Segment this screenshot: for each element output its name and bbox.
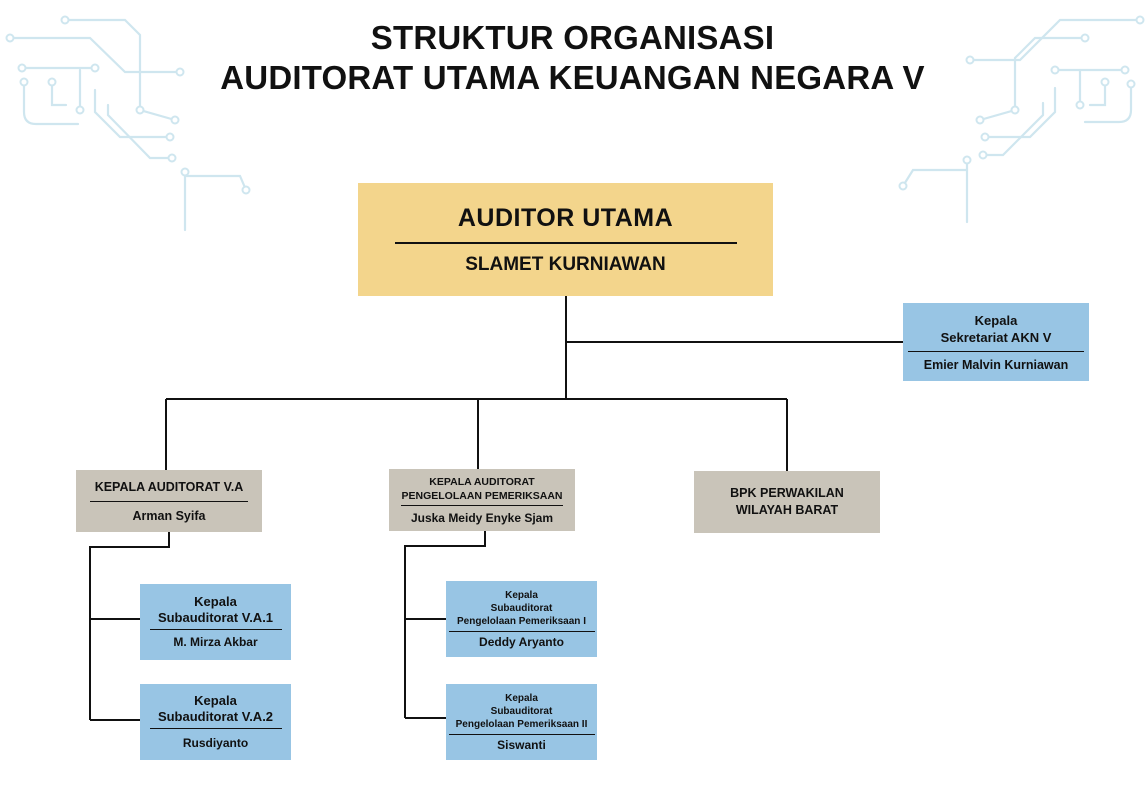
perwakilan-box: BPK PERWAKILAN WILAYAH BARAT bbox=[694, 471, 880, 533]
sub-va2-position-line-2: Subauditorat V.A.2 bbox=[157, 709, 274, 724]
connector-va-trunk bbox=[89, 532, 170, 720]
sub-pp1-position-line-1: Kepala bbox=[505, 589, 538, 601]
sub-pp2-position-line-1: Kepala bbox=[505, 692, 538, 704]
auditorat-pp-box: KEPALA AUDITORAT PENGELOLAAN PEMERIKSAAN… bbox=[389, 469, 575, 531]
divider bbox=[394, 241, 737, 244]
auditor-utama-name: SLAMET KURNIAWAN bbox=[465, 253, 666, 275]
sub-va2-name: Rusdiyanto bbox=[182, 736, 249, 750]
sub-pp2-name: Siswanti bbox=[497, 737, 546, 752]
divider bbox=[401, 504, 563, 506]
sekretariat-position-line-1: Kepala bbox=[974, 312, 1018, 328]
connector-pp-trunk bbox=[404, 531, 486, 718]
auditor-utama-position: AUDITOR UTAMA bbox=[457, 203, 674, 232]
auditorat-va-name: Arman Syifa bbox=[132, 508, 206, 523]
divider bbox=[448, 630, 595, 632]
circuit-decoration-right bbox=[898, 15, 1145, 224]
sub-va1-position-line-2: Subauditorat V.A.1 bbox=[157, 610, 274, 625]
page-title-line-1: STRUKTUR ORGANISASI bbox=[370, 19, 775, 56]
sub-va2-position-line-1: Kepala bbox=[194, 693, 237, 708]
divider bbox=[90, 500, 248, 502]
auditorat-va-position: KEPALA AUDITORAT V.A bbox=[94, 479, 244, 494]
sub-va1-position-line-1: Kepala bbox=[194, 594, 237, 609]
sekretariat-name: Emier Malvin Kurniawan bbox=[923, 357, 1069, 372]
sub-pp2-position-line-2: Subauditorat bbox=[490, 705, 553, 717]
subauditorat-va1-box: Kepala Subauditorat V.A.1 M. Mirza Akbar bbox=[140, 584, 291, 660]
sub-pp1-position-line-2: Subauditorat bbox=[490, 602, 553, 614]
sub-pp1-name: Deddy Aryanto bbox=[479, 634, 564, 649]
page-title-line-2: AUDITORAT UTAMA KEUANGAN NEGARA V bbox=[220, 59, 925, 96]
divider bbox=[448, 733, 595, 735]
sub-pp1-position-line-3: Pengelolaan Pemeriksaan I bbox=[457, 615, 586, 627]
divider bbox=[149, 629, 282, 630]
circuit-decoration-left bbox=[5, 15, 251, 232]
divider bbox=[149, 728, 282, 729]
subauditorat-pp2-box: Kepala Subauditorat Pengelolaan Pemeriks… bbox=[446, 684, 597, 760]
auditorat-pp-name: Juska Meidy Enyke Sjam bbox=[410, 510, 554, 525]
sub-va1-name: M. Mirza Akbar bbox=[173, 635, 258, 649]
perwakilan-line-2: WILAYAH BARAT bbox=[735, 503, 839, 517]
auditor-utama-box: AUDITOR UTAMA SLAMET KURNIAWAN bbox=[358, 183, 773, 296]
sekretariat-box: Kepala Sekretariat AKN V Emier Malvin Ku… bbox=[903, 303, 1089, 381]
subauditorat-pp1-box: Kepala Subauditorat Pengelolaan Pemeriks… bbox=[446, 581, 597, 657]
divider bbox=[908, 350, 1084, 352]
sekretariat-position-line-2: Sekretariat AKN V bbox=[940, 329, 1052, 345]
sub-pp2-position-line-3: Pengelolaan Pemeriksaan II bbox=[455, 718, 588, 730]
perwakilan-line-1: BPK PERWAKILAN bbox=[730, 486, 844, 500]
auditorat-pp-position-line-2: PENGELOLAAN PEMERIKSAAN bbox=[401, 489, 563, 502]
auditorat-pp-position-line-1: KEPALA AUDITORAT bbox=[429, 475, 535, 488]
subauditorat-va2-box: Kepala Subauditorat V.A.2 Rusdiyanto bbox=[140, 684, 291, 760]
auditorat-va-box: KEPALA AUDITORAT V.A Arman Syifa bbox=[76, 470, 262, 532]
